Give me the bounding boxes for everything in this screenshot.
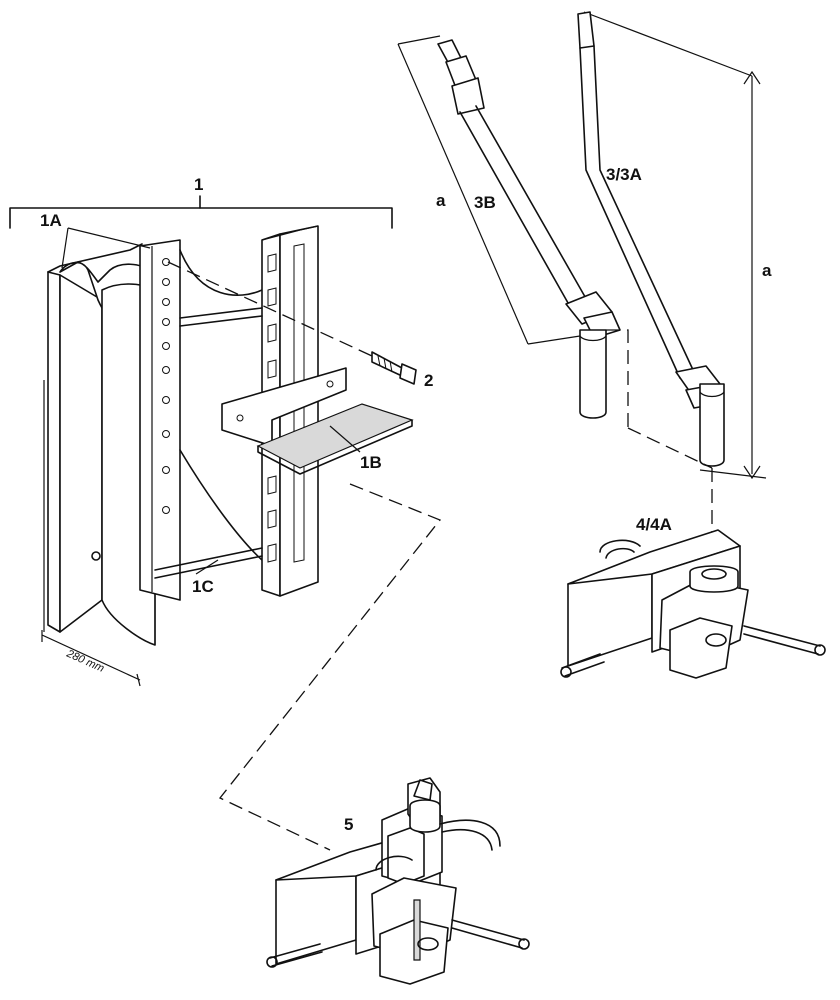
label-3-3a: 3/3A [606,165,642,184]
label-3b: 3B [474,193,496,212]
step-plate [221,367,414,475]
coupling-5 [266,777,530,985]
label-1a: 1A [40,211,62,230]
label-1b: 1B [360,453,382,472]
bracket-frame [9,195,393,687]
label-5: 5 [344,815,353,834]
label-1: 1 [194,175,203,194]
label-dim-a-right: a [762,261,772,280]
bolt [167,261,417,385]
leader-lines [61,227,361,575]
lever-3-3a [577,11,767,480]
strip-holes [162,258,170,514]
label-dim-a-left: a [436,191,446,210]
lever-3b [397,35,629,428]
coupling-4-4a [560,529,826,679]
label-width-280mm: 280 mm [64,647,106,675]
label-1c: 1C [192,577,214,596]
label-4-4a: 4/4A [636,515,672,534]
label-2: 2 [424,371,433,390]
